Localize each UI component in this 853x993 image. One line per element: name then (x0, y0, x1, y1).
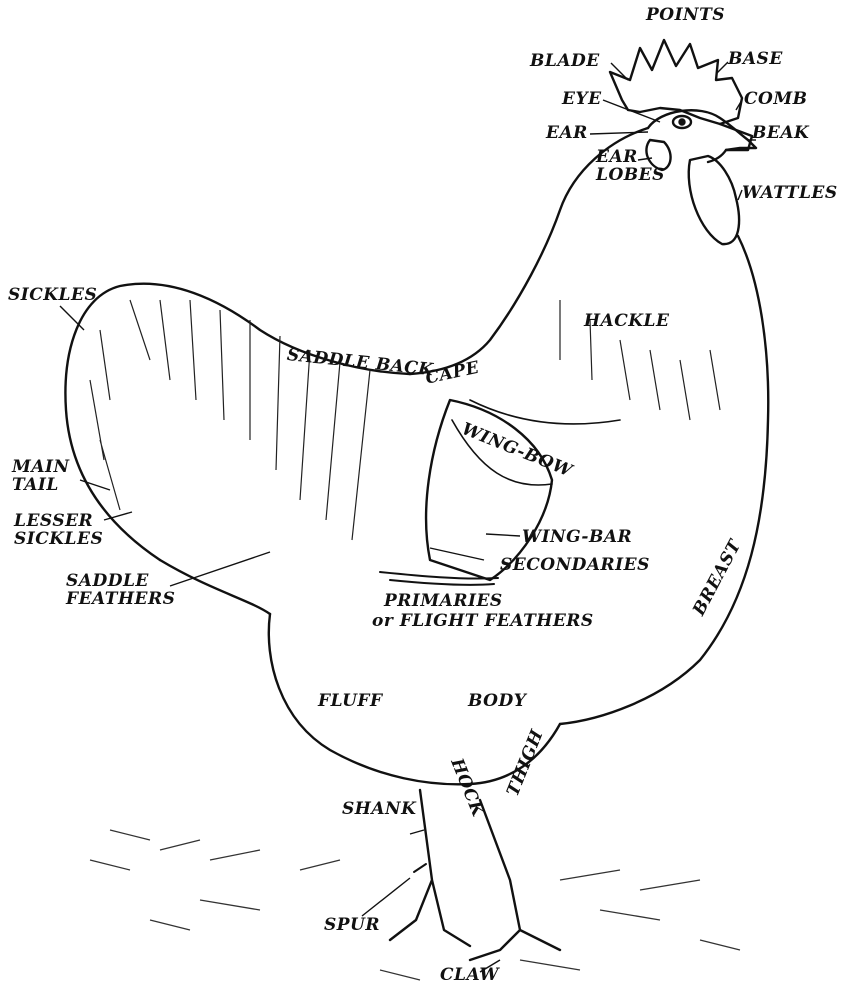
label-points: POINTS (646, 6, 725, 24)
label-ear-lobes: EAR LOBES (596, 148, 665, 184)
label-primaries: PRIMARIES (384, 592, 503, 610)
feather-hatching (90, 300, 720, 540)
label-base: BASE (728, 50, 783, 68)
label-shank: SHANK (342, 800, 416, 818)
back-top (65, 284, 410, 560)
breast-front (560, 236, 768, 724)
leader-lines (60, 62, 756, 972)
ground-scribbles (90, 830, 740, 980)
label-spur: SPUR (324, 916, 380, 934)
label-main-tail: MAIN TAIL (12, 458, 70, 494)
beak (720, 124, 752, 150)
primaries (380, 572, 498, 585)
spur (414, 864, 426, 872)
label-fluff: FLUFF (318, 692, 383, 710)
label-ear: EAR (546, 124, 588, 142)
label-hackle: HACKLE (584, 312, 669, 330)
label-lesser-sickles: LESSER SICKLES (14, 512, 103, 548)
label-secondaries: SECONDARIES (500, 556, 650, 574)
label-blade: BLADE (530, 52, 600, 70)
saddle-lower (160, 560, 270, 614)
label-saddle-feathers: SADDLE FEATHERS (66, 572, 175, 608)
label-flight-feathers: or FLIGHT FEATHERS (372, 612, 594, 630)
label-beak: BEAK (752, 124, 809, 142)
label-wattles: WATTLES (742, 184, 838, 202)
label-sickles: SICKLES (8, 286, 97, 304)
right-leg (470, 800, 560, 960)
wattles (689, 156, 739, 244)
label-claw: CLAW (440, 966, 499, 984)
label-eye: EYE (562, 90, 602, 108)
label-comb: COMB (744, 90, 808, 108)
label-body: BODY (468, 692, 526, 710)
label-wing-bar: WING-BAR (522, 528, 632, 546)
wing-outline (426, 400, 552, 580)
